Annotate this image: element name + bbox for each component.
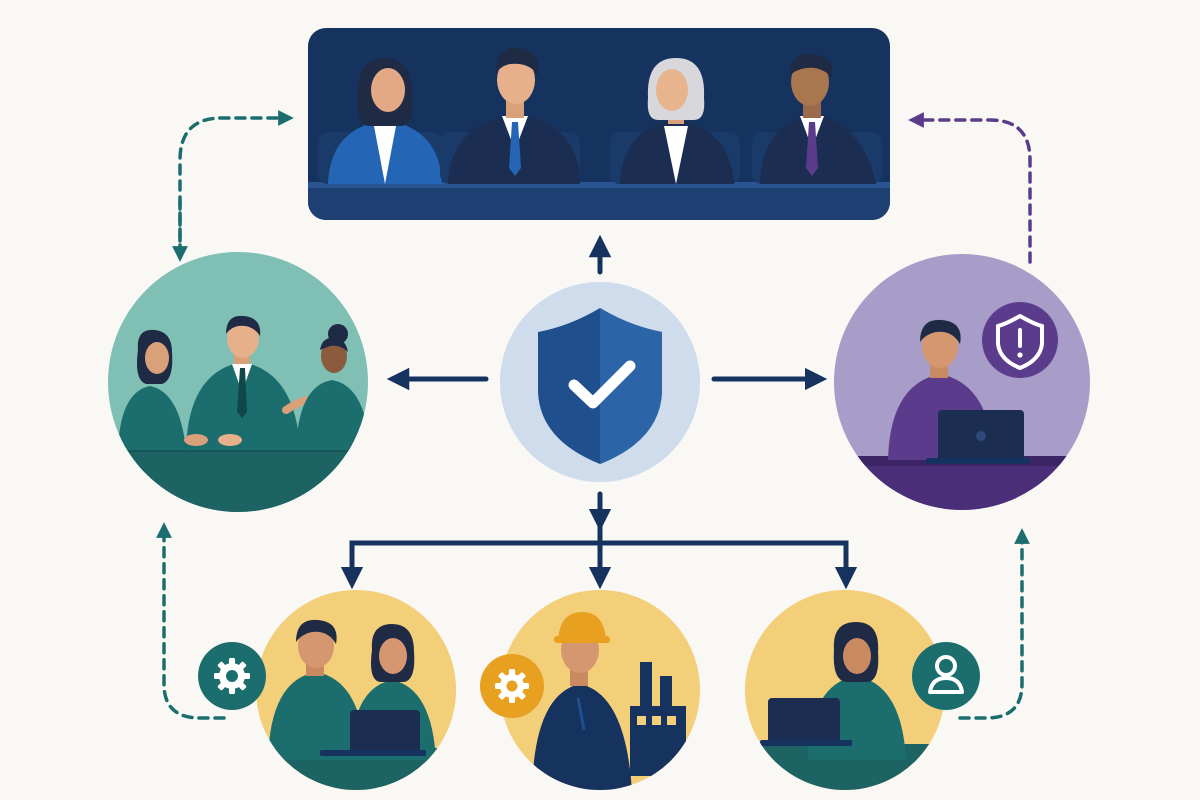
dashed-teal-arrows <box>156 110 294 720</box>
board-member-1 <box>318 58 442 184</box>
employee-node <box>745 590 980 790</box>
shield-check-icon <box>538 308 662 464</box>
user-icon <box>912 642 980 710</box>
dashed-left-to-board <box>178 110 294 256</box>
compliance-officer-node <box>834 254 1090 510</box>
gear-icon <box>198 642 266 710</box>
dashed-purple-arrows <box>908 112 1032 720</box>
dashed-right-to-board <box>908 112 1032 264</box>
board-member-4 <box>752 53 882 184</box>
board-panel <box>308 28 890 220</box>
management-team-node <box>108 252 368 512</box>
shield-alert-icon <box>982 302 1058 378</box>
board-member-3 <box>610 58 740 184</box>
dashed-employee-to-right <box>958 528 1030 720</box>
solid-arrows <box>340 234 858 590</box>
operations-team-node <box>198 590 456 790</box>
field-worker-node <box>480 590 700 790</box>
dashed-operations-to-left <box>156 522 226 720</box>
board-member-2 <box>440 47 580 184</box>
gear-icon <box>480 654 544 718</box>
compliance-shield-node <box>500 282 700 482</box>
